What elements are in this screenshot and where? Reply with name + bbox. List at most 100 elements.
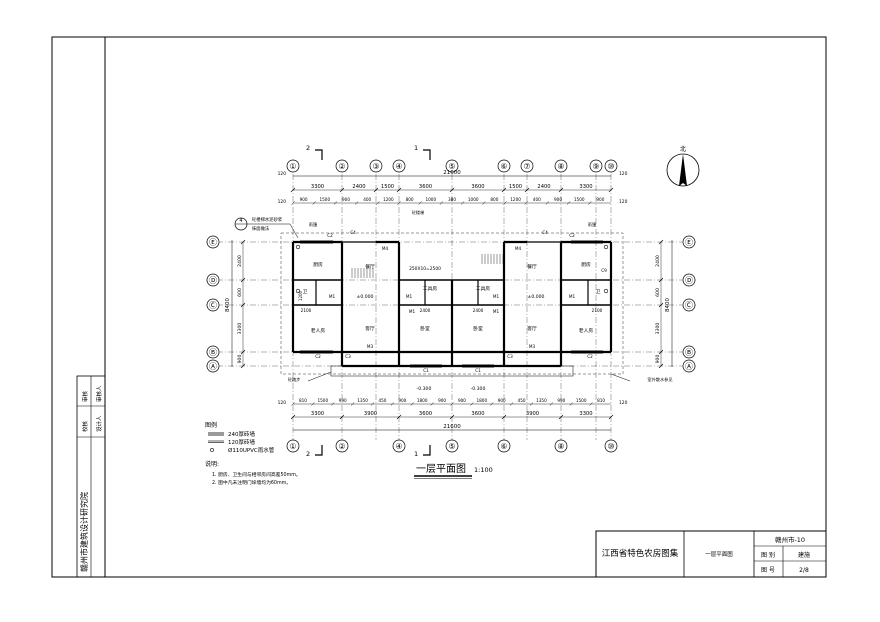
dim-top-2-text: 1500: [574, 197, 585, 202]
opening-label: M1: [493, 309, 500, 314]
axis-label-left: Ⓐ: [209, 362, 217, 371]
atlas-title: 江西省特色农房图集: [602, 548, 679, 559]
approver-label: 审核人: [95, 385, 103, 402]
overall-width-top: 21600: [443, 170, 461, 176]
axis-label-right: Ⓑ: [685, 348, 693, 357]
dim-tick: [291, 402, 295, 406]
dim-bottom-2-text: 1500: [317, 398, 328, 403]
dim-tick: [376, 201, 380, 205]
dim-label: 1200: [298, 290, 303, 301]
dim-left-text: 600: [237, 288, 243, 297]
dim-tick: [350, 402, 355, 406]
dim-tick: [569, 402, 573, 406]
axis-label-top: ⑧: [557, 162, 564, 171]
dim-bottom-2-text: 1800: [476, 398, 487, 403]
dim-bottom-1-text: 3300: [579, 411, 592, 417]
opening-label: C2: [327, 233, 333, 238]
callout-text-1: 砼楼梯水泥砂浆: [252, 216, 283, 223]
dim-bottom-2-text: 450: [518, 398, 526, 403]
note-roof: 雨篷: [588, 221, 597, 228]
downpipe-symbol: [295, 244, 301, 250]
dim-tick: [524, 201, 528, 205]
axis-bubble-bottom: [335, 439, 349, 453]
dim-tick: [370, 402, 375, 406]
edge-dim: 120: [619, 400, 628, 406]
axis-bubble-left: [206, 359, 220, 373]
dim-label: 2400: [420, 308, 431, 313]
opening-label: C1: [475, 368, 481, 373]
edge-dim: 120: [619, 171, 628, 177]
dim-tick: [240, 363, 246, 369]
note-roof: 雨篷: [309, 221, 318, 228]
dim-bottom-2-text: 900: [398, 398, 406, 403]
axis-bubble-bottom: [497, 439, 511, 453]
dim-bottom-1-text: 3600: [419, 411, 432, 417]
dim-tick: [339, 187, 345, 193]
dim-top-2-text: 800: [406, 197, 414, 202]
dim-tick: [589, 402, 593, 406]
detail-callout: 4 砼楼梯水泥砂浆 抹面做法: [234, 216, 299, 239]
axis-label-bottom: ①: [289, 442, 296, 451]
dim-right-text: 3300: [655, 323, 661, 335]
dim-tick: [339, 414, 345, 420]
reviewer-label: 校核: [81, 420, 89, 432]
dim-tick: [331, 402, 335, 406]
dim-right-text: 2400: [655, 255, 661, 267]
dim-top-1-text: 2400: [537, 184, 550, 190]
dim-tick: [240, 302, 246, 308]
axis-bubble-top: [604, 159, 618, 173]
dim-tick: [588, 201, 592, 205]
dim-tick: [558, 187, 564, 193]
axis-label-bottom: ②: [338, 442, 345, 451]
room-label: 厨房: [313, 261, 323, 268]
note-1: 1. 厨房、卫生间与相邻房间高差50mm。: [212, 471, 301, 478]
axis-bubble-left: [206, 235, 220, 249]
number-label: 图 号: [761, 567, 775, 574]
dim-bottom-2-text: 450: [378, 398, 386, 403]
opening-label: C9: [601, 268, 607, 273]
section-1-bottom: 1: [414, 450, 418, 458]
legend-item-240: 240厚砖墙: [228, 430, 255, 438]
dim-top-2-text: 800: [490, 197, 498, 202]
axis-bubble-bottom: [604, 439, 618, 453]
axis-label-bottom: ⑧: [557, 442, 564, 451]
edge-dim: 120: [619, 199, 628, 205]
axis-bubble-right: [682, 235, 696, 249]
room-label: 工具房: [423, 285, 438, 292]
dim-tick: [482, 201, 486, 205]
axis-bubble-right: [682, 298, 696, 312]
dim-bottom-2-text: 990: [557, 398, 565, 403]
dim-tick: [410, 402, 414, 406]
dim-tick: [450, 402, 454, 406]
dim-top-2-text: 900: [596, 197, 604, 202]
opening-label: M3: [529, 344, 536, 349]
section-1-top: 1: [414, 144, 418, 152]
callout-number: 4: [239, 218, 242, 224]
north-arrow: 北: [666, 145, 700, 187]
room-labels: 厨房餐厅老人房客厅卧室卧室客厅餐厅厨房老人房卫卫工具房工具房: [303, 261, 601, 334]
room-label: 餐厅: [365, 263, 375, 270]
opening-label: M1: [406, 294, 413, 299]
checker-label: 审核: [81, 390, 89, 402]
opening-label: M4: [382, 246, 389, 251]
dim-left-text: 2400: [237, 255, 243, 267]
edge-dim: 120: [278, 199, 287, 205]
dim-tick: [549, 402, 554, 406]
dim-tick: [566, 201, 571, 205]
dim-tick: [311, 402, 315, 406]
overall-width-bottom: 21600: [443, 424, 461, 430]
dim-tick: [312, 201, 316, 205]
dim-tick: [503, 201, 507, 205]
side-strip: 赣州市建筑设计研究院 设计人 校核 审核人 审核: [76, 375, 106, 578]
north-label: 北: [680, 145, 686, 153]
dim-top-1-text: 3300: [579, 184, 592, 190]
opening-label: C3: [507, 354, 513, 359]
dim-tick: [608, 187, 614, 193]
axis-label-top: ⑨: [592, 162, 599, 171]
dim-tick: [608, 414, 614, 420]
axis-label-top: ③: [372, 162, 379, 171]
opening-label: M1: [569, 294, 576, 299]
dim-tick: [658, 349, 664, 355]
axis-label-top: ⑦: [523, 162, 530, 171]
